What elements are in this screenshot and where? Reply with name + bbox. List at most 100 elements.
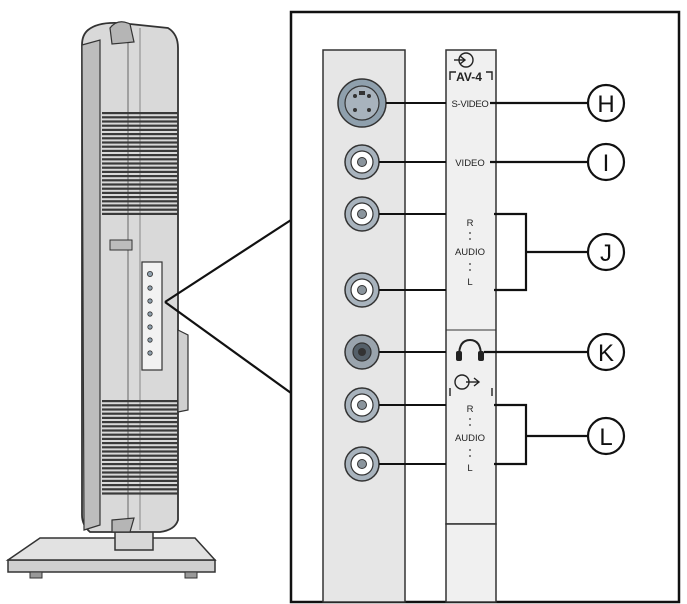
- headphone-jack: [344, 334, 380, 370]
- vent-slat: [102, 137, 178, 140]
- rca-jack-pin: [357, 209, 367, 219]
- vent-slat: [102, 196, 178, 199]
- vent-slat: [102, 175, 178, 178]
- vent-slat: [102, 158, 178, 161]
- tv-vent-top: [102, 112, 178, 215]
- vent-slat: [102, 471, 178, 474]
- vent-slat: [102, 429, 178, 432]
- vent-slat: [102, 204, 178, 207]
- tv-top-clip: [109, 21, 135, 45]
- callout-h-letter: H: [597, 91, 614, 118]
- callout-j: J: [586, 232, 626, 272]
- svideo-jack: [337, 78, 387, 128]
- audio-in-dots: [469, 232, 471, 271]
- rca-jack-pin: [357, 157, 367, 167]
- vent-slat: [102, 191, 178, 194]
- audio-in-l-label: L: [467, 277, 472, 288]
- vent-slat: [102, 437, 178, 440]
- vent-slat: [102, 425, 178, 428]
- callout-i-letter: I: [603, 150, 610, 177]
- vent-slat: [102, 183, 178, 186]
- input-arrow-icon: [454, 52, 474, 68]
- vent-slat: [102, 488, 178, 491]
- vent-slat: [102, 154, 178, 157]
- vent-slat: [102, 479, 178, 482]
- vent-slat: [102, 400, 178, 403]
- vent-slat: [102, 450, 178, 453]
- tv-stand-foot-left: [29, 571, 43, 579]
- vent-slat: [102, 421, 178, 424]
- callout-i: I: [586, 142, 626, 182]
- vent-slat: [102, 145, 178, 148]
- vent-slat: [102, 458, 178, 461]
- tv-rear-bump: [177, 329, 189, 413]
- audio-out-r-label: R: [467, 404, 474, 415]
- callout-l: L: [586, 416, 626, 456]
- tv-side-input-jacks: [146, 270, 153, 356]
- headphones-icon: [456, 338, 484, 361]
- callout-k: K: [586, 332, 626, 372]
- output-arrow-icon: [454, 374, 481, 390]
- callout-h: H: [586, 83, 626, 123]
- vent-slat: [102, 179, 178, 182]
- audio-out-dots: [469, 418, 471, 457]
- vent-slat: [102, 149, 178, 152]
- tv-vent-bottom: [102, 400, 178, 495]
- tv-side-input-panel: [141, 261, 163, 371]
- vent-slat: [102, 433, 178, 436]
- vent-slat: [102, 162, 178, 165]
- vent-slat: [102, 187, 178, 190]
- vent-slat: [102, 133, 178, 136]
- av4-label: AV-4: [456, 70, 482, 84]
- vent-slat: [102, 467, 178, 470]
- jack-panel: [322, 49, 406, 603]
- callout-k-letter: K: [598, 340, 614, 367]
- tv-front-bezel: [81, 39, 101, 531]
- lower-strip: [445, 523, 497, 603]
- label-strip: [445, 49, 497, 525]
- video-label: VIDEO: [455, 158, 485, 169]
- callout-lines: [484, 101, 588, 466]
- vent-slat: [102, 116, 178, 119]
- vent-slat: [102, 484, 178, 487]
- jack-leader-lines: [379, 102, 446, 465]
- audio-out-word-label: AUDIO: [455, 433, 485, 444]
- vent-slat: [102, 442, 178, 445]
- svideo-label: S-VIDEO: [452, 99, 489, 110]
- vent-slat: [102, 112, 178, 115]
- vent-slat: [102, 408, 178, 411]
- rca-jacks: [344, 144, 380, 482]
- vent-slat: [102, 475, 178, 478]
- vent-slat: [102, 416, 178, 419]
- zoom-lines: [164, 219, 292, 394]
- vent-slat: [102, 120, 178, 123]
- audio-in-word-label: AUDIO: [455, 247, 485, 258]
- vent-slat: [102, 141, 178, 144]
- tv-stand-base-top: [5, 537, 217, 561]
- vent-slat: [102, 446, 178, 449]
- vent-slat: [102, 208, 178, 211]
- header-bracket: [449, 71, 493, 396]
- tv-side-view: [5, 21, 217, 579]
- tv-side-notch: [109, 239, 133, 251]
- tv-stand-base: [7, 559, 216, 573]
- tv-bottom-clip: [111, 517, 135, 533]
- audio-in-r-label: R: [467, 218, 474, 229]
- vent-slat: [102, 404, 178, 407]
- vent-slat: [102, 170, 178, 173]
- audio-out-l-label: L: [467, 463, 472, 474]
- vent-slat: [102, 454, 178, 457]
- vent-slat: [102, 124, 178, 127]
- vent-slat: [102, 492, 178, 495]
- rca-jack-pin: [357, 459, 367, 469]
- callout-j-letter: J: [600, 240, 612, 267]
- vent-slat: [102, 128, 178, 131]
- callout-l-letter: L: [599, 424, 612, 451]
- vent-slat: [102, 463, 178, 466]
- tv-stand-foot-right: [184, 571, 198, 579]
- vent-slat: [102, 166, 178, 169]
- vent-slat: [102, 212, 178, 215]
- rca-jack-pin: [357, 400, 367, 410]
